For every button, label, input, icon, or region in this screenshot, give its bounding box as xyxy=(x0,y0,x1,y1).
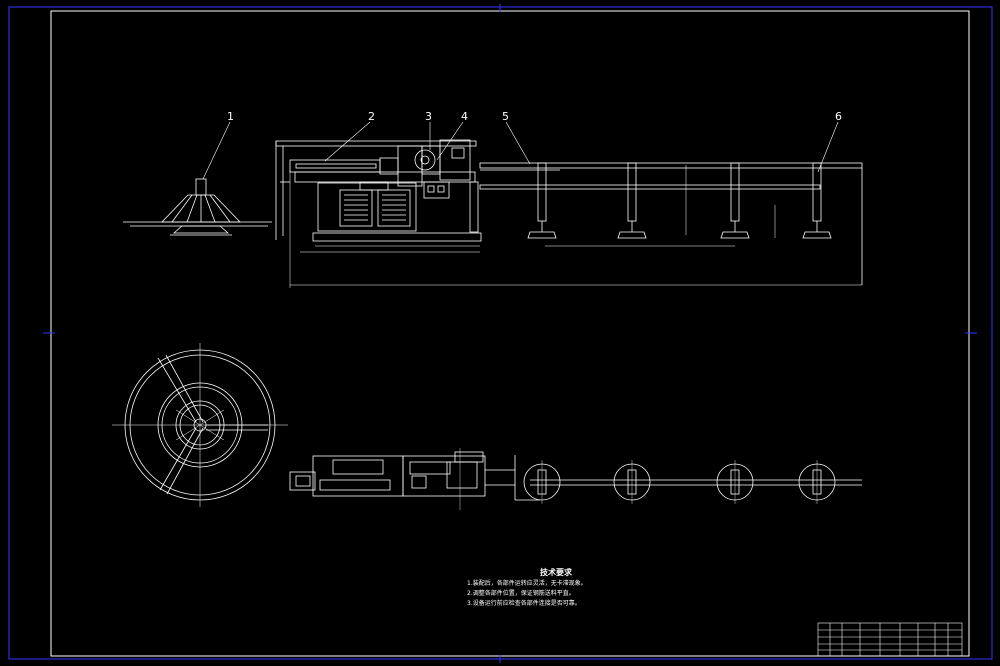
rack-leg-1 xyxy=(527,162,557,239)
machine-plan xyxy=(289,448,540,510)
machine-body-elevation xyxy=(275,139,482,242)
technical-notes: 技术要求 1.装配后，各部件运转应灵活，无卡滞现象。 2.调整各部件位置，保证钢… xyxy=(467,567,587,607)
part-label-4: 4 xyxy=(461,110,468,123)
rack-leg-2 xyxy=(617,162,647,239)
leader-lines xyxy=(202,121,839,180)
coil-stand-plan xyxy=(112,343,288,507)
receiving-rack-elevation xyxy=(479,162,863,285)
note-line-3: 3.设备运行前应检查各部件连接是否可靠。 xyxy=(467,599,581,607)
note-line-1: 1.装配后，各部件运转应灵活，无卡滞现象。 xyxy=(467,579,587,587)
part-label-6: 6 xyxy=(835,110,842,123)
plan-view xyxy=(112,343,862,510)
drawing-frame xyxy=(8,4,993,663)
title-block xyxy=(817,622,963,657)
rack-leg-3 xyxy=(720,162,750,239)
rack-base-plan-2 xyxy=(613,460,651,504)
rack-leg-4 xyxy=(802,162,832,239)
coil-stand-elevation xyxy=(123,178,272,236)
part-label-3: 3 xyxy=(425,110,432,123)
dimension-lines xyxy=(289,165,862,288)
notes-title: 技术要求 xyxy=(540,567,573,577)
rack-base-plan-4 xyxy=(798,460,836,504)
rack-base-plan-3 xyxy=(716,460,754,504)
part-labels: 1 2 3 4 5 6 xyxy=(227,110,842,123)
part-label-2: 2 xyxy=(368,110,375,123)
rack-base-plan-1 xyxy=(523,460,561,504)
front-view xyxy=(123,121,863,288)
part-label-1: 1 xyxy=(227,110,234,123)
rack-plan xyxy=(523,460,862,504)
note-line-2: 2.调整各部件位置，保证钢筋送料平直。 xyxy=(467,589,575,597)
part-label-5: 5 xyxy=(502,110,509,123)
